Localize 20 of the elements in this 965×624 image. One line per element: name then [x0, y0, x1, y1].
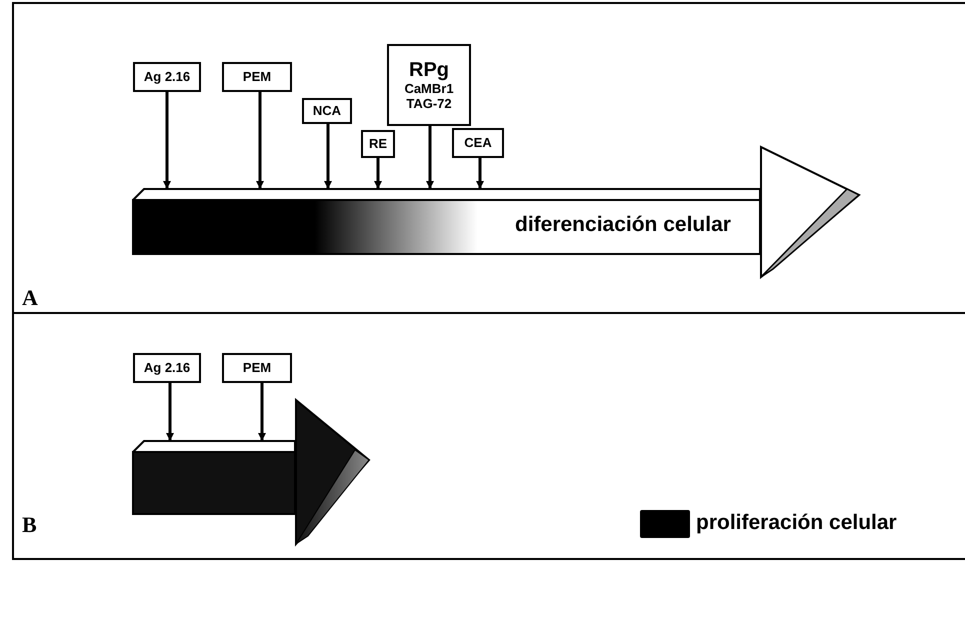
arrow: [256, 92, 264, 189]
arrow: [258, 383, 266, 441]
arrow: [374, 158, 382, 189]
panel-letter: B: [22, 512, 37, 538]
arrow: [166, 383, 174, 441]
marker-label-box: PEM: [222, 353, 292, 383]
arrow: [163, 92, 171, 189]
marker-label-box: CEA: [452, 128, 504, 158]
marker-label-box: RE: [361, 130, 395, 158]
marker-label-box: Ag 2.16: [133, 62, 201, 92]
marker-label-box: NCA: [302, 98, 352, 124]
marker-label-box: RPg CaMBr1 TAG-72: [387, 44, 471, 126]
arrow: [324, 124, 332, 189]
marker-label-box: PEM: [222, 62, 292, 92]
arrow-label: diferenciación celular: [515, 213, 731, 237]
arrow: [426, 126, 434, 189]
panel-letter: A: [22, 285, 38, 311]
legend-text: proliferación celular: [696, 511, 897, 535]
arrow: [476, 158, 484, 189]
marker-label-box: Ag 2.16: [133, 353, 201, 383]
